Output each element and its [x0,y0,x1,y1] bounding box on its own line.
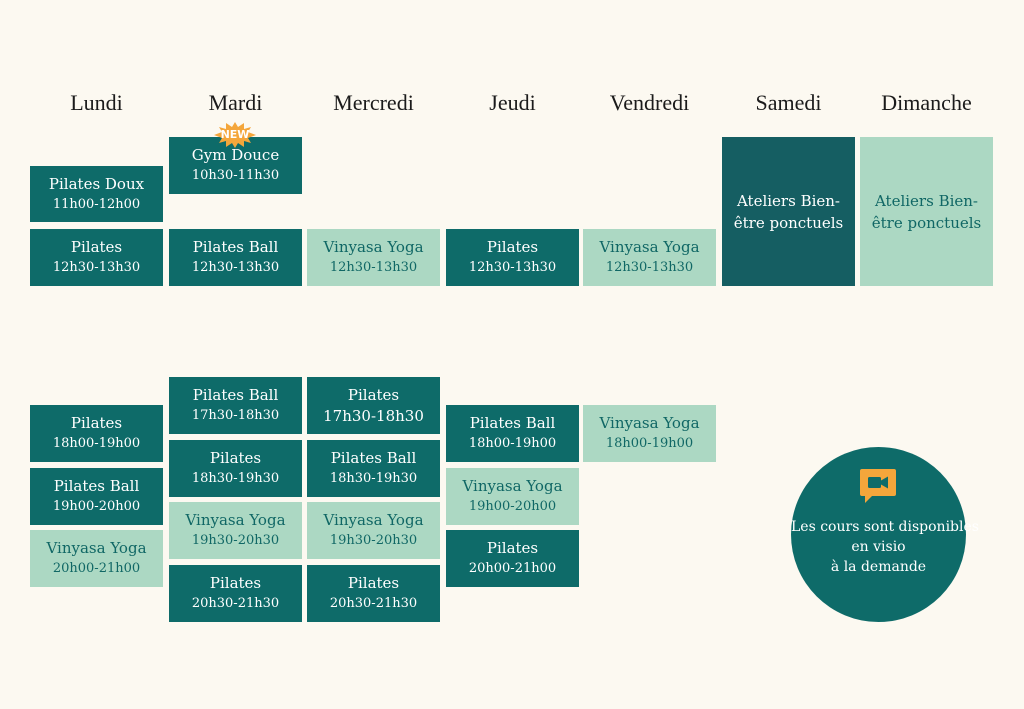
workshop-card: Ateliers Bien-être ponctuels [722,137,855,286]
new-badge-label: NEW [220,128,250,141]
class-title: Pilates Ball [192,238,279,256]
class-card: Pilates Ball 12h30-13h30 [169,229,302,286]
class-title: Gym Douce [191,146,280,164]
class-title: Pilates [70,414,123,432]
class-title: Ateliers Bien-être ponctuels [733,191,844,232]
class-card: Pilates Ball 19h00-20h00 [30,468,163,525]
class-card: Vinyasa Yoga 19h30-20h30 [169,502,302,559]
class-time: 12h30-13h30 [329,260,418,275]
class-time: 18h00-19h00 [605,436,694,451]
class-title: Pilates Ball [330,449,417,467]
class-time: 20h00-21h00 [52,561,141,576]
class-card: Vinyasa Yoga 19h00-20h00 [446,468,579,525]
class-card: Vinyasa Yoga 20h00-21h00 [30,530,163,587]
video-camera-icon [860,469,896,503]
class-title: Pilates Ball [469,414,556,432]
visio-text-line: Les cours sont disponibles [791,519,979,535]
class-card: Pilates 20h30-21h30 [307,565,440,622]
class-time: 20h30-21h30 [329,596,418,611]
class-card: Vinyasa Yoga 19h30-20h30 [307,502,440,559]
class-title: Pilates Ball [192,386,279,404]
class-card: Pilates 18h00-19h00 [30,405,163,462]
class-time: 12h30-13h30 [191,260,280,275]
class-time: 18h00-19h00 [52,436,141,451]
class-time: 17h30-18h30 [323,407,424,425]
class-card: Pilates 18h30-19h30 [169,440,302,497]
day-header-samedi: Samedi [755,90,822,115]
class-card: Pilates 17h30-18h30 [307,377,440,434]
class-time: 19h30-20h30 [191,533,280,548]
class-time: 12h30-13h30 [52,260,141,275]
class-time: 18h30-19h30 [191,471,280,486]
class-title: Pilates Doux [48,174,145,193]
new-badge: NEW [213,122,257,148]
class-card: Vinyasa Yoga 18h00-19h00 [583,405,716,462]
class-title: Pilates [70,238,123,256]
day-header-jeudi: Jeudi [489,90,536,115]
class-title: Vinyasa Yoga [323,238,424,256]
class-title: Vinyasa Yoga [46,539,147,557]
class-title: Pilates Ball [53,477,140,495]
starburst-icon [214,122,256,148]
class-time: 17h30-18h30 [191,408,280,423]
day-header-dimanche: Dimanche [881,90,972,115]
class-title: Pilates [209,449,262,467]
class-time: 19h00-20h00 [52,499,141,514]
class-card: Pilates Ball 18h00-19h00 [446,405,579,462]
day-header-mardi: Mardi [208,90,263,115]
class-card: Pilates Doux 11h00-12h00 [30,166,163,222]
class-card: Pilates Ball 17h30-18h30 [169,377,302,434]
class-title: Pilates [486,539,539,557]
class-time: 18h00-19h00 [468,436,557,451]
visio-text-line: en visio [851,539,906,555]
class-title: Pilates [347,386,400,404]
class-title: Pilates [486,238,539,256]
class-title: Pilates [347,574,400,592]
class-card: Pilates 20h30-21h30 [169,565,302,622]
class-title: Vinyasa Yoga [599,414,700,432]
class-time: 20h00-21h00 [468,561,557,576]
class-card: Vinyasa Yoga 12h30-13h30 [307,229,440,286]
workshop-card: Ateliers Bien-être ponctuels [860,137,993,286]
class-time: 12h30-13h30 [605,260,694,275]
class-time: 20h30-21h30 [191,596,280,611]
day-header-lundi: Lundi [70,90,123,115]
class-time: 18h30-19h30 [329,471,418,486]
class-title: Ateliers Bien-être ponctuels [871,191,982,232]
class-card: Pilates Ball 18h30-19h30 [307,440,440,497]
day-header-vendredi: Vendredi [609,90,690,115]
class-time: 10h30-11h30 [191,168,280,183]
class-title: Pilates [209,574,262,592]
visio-info-circle: Les cours sont disponibles en visio à la… [791,447,979,622]
visio-text-line: à la demande [830,559,927,575]
class-title: Vinyasa Yoga [185,511,286,529]
class-time: 11h00-12h00 [52,196,141,212]
class-time: 19h00-20h00 [468,499,557,514]
class-title: Vinyasa Yoga [462,477,563,495]
class-card: Pilates 20h00-21h00 [446,530,579,587]
class-card: Pilates 12h30-13h30 [446,229,579,286]
class-card: Pilates 12h30-13h30 [30,229,163,286]
class-time: 12h30-13h30 [468,260,557,275]
class-card: Vinyasa Yoga 12h30-13h30 [583,229,716,286]
day-header-mercredi: Mercredi [333,90,414,115]
class-title: Vinyasa Yoga [599,238,700,256]
class-time: 19h30-20h30 [329,533,418,548]
class-title: Vinyasa Yoga [323,511,424,529]
